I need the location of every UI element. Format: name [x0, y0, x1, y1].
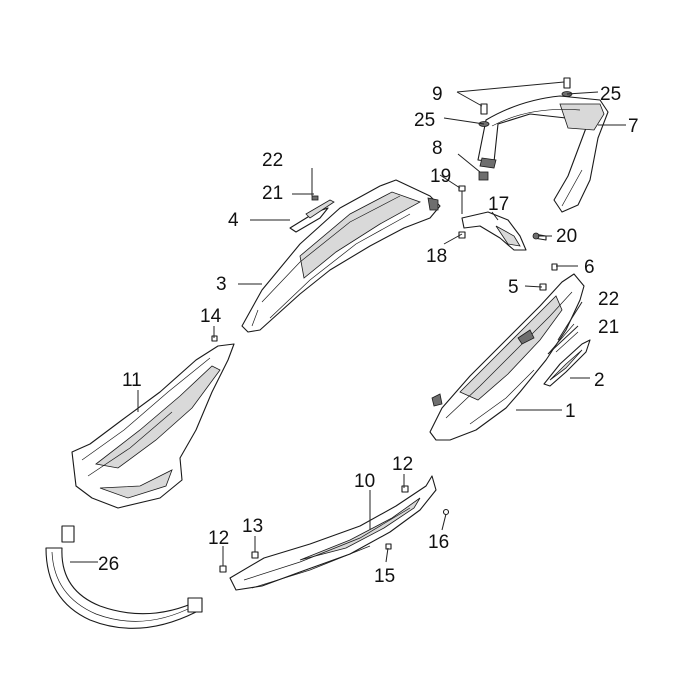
part-11-lower-panel-left [71, 343, 235, 509]
part-18-screw [458, 231, 466, 239]
callout-16: 16 [428, 532, 449, 553]
callout-19: 19 [430, 166, 451, 187]
callout-7: 7 [628, 116, 639, 137]
callout-15: 15 [374, 566, 395, 587]
part-12-screw-right [401, 485, 409, 493]
callout-25-right: 25 [600, 84, 621, 105]
callout-5: 5 [508, 277, 519, 298]
callout-13: 13 [242, 516, 263, 537]
leader-lines [70, 81, 626, 566]
callout-17: 17 [488, 194, 509, 215]
part-10-lower-trim [229, 475, 437, 591]
part-1-side-panel-right [429, 273, 585, 441]
part-9-bolt-lower [480, 103, 488, 115]
part-2-trim-strip-right [543, 339, 591, 387]
callout-12-left: 12 [208, 528, 229, 549]
part-12-screw-left [219, 565, 227, 573]
part-21-emblem-right [555, 331, 579, 353]
part-13-screw [251, 551, 259, 559]
callout-22-right: 22 [598, 289, 619, 310]
callout-1: 1 [565, 401, 576, 422]
part-3-side-panel-left [241, 179, 441, 333]
callout-26: 26 [98, 554, 119, 575]
callout-10: 10 [354, 471, 375, 492]
callout-11: 11 [122, 370, 142, 391]
part-17-bracket [461, 211, 527, 251]
callout-21-left: 21 [262, 183, 283, 204]
callout-9: 9 [432, 84, 443, 105]
callout-6: 6 [584, 257, 595, 278]
callout-2: 2 [594, 370, 605, 391]
callout-20: 20 [556, 226, 577, 247]
part-22-emblem-right [547, 323, 575, 355]
callout-14: 14 [200, 306, 222, 327]
part-8-clip [478, 171, 489, 181]
part-6-screw [551, 263, 558, 271]
callout-25-left: 25 [414, 110, 435, 131]
part-22-emblem-left [311, 195, 319, 201]
callout-4: 4 [228, 210, 239, 231]
part-26-front-trim [45, 525, 203, 629]
callout-8: 8 [432, 138, 443, 159]
callout-21-right: 21 [598, 317, 619, 338]
part-9-bolt-upper [563, 77, 571, 89]
part-16-screw [442, 508, 450, 516]
part-20-screw [532, 232, 547, 241]
part-21-emblem-left [305, 199, 335, 219]
part-15-screw [385, 543, 392, 550]
callout-22-left: 22 [262, 150, 283, 171]
part-7-grab-rail [477, 95, 609, 213]
part-19-screw [458, 185, 466, 214]
callout-3: 3 [216, 274, 227, 295]
callout-18: 18 [426, 246, 447, 267]
callout-12-right: 12 [392, 454, 413, 475]
